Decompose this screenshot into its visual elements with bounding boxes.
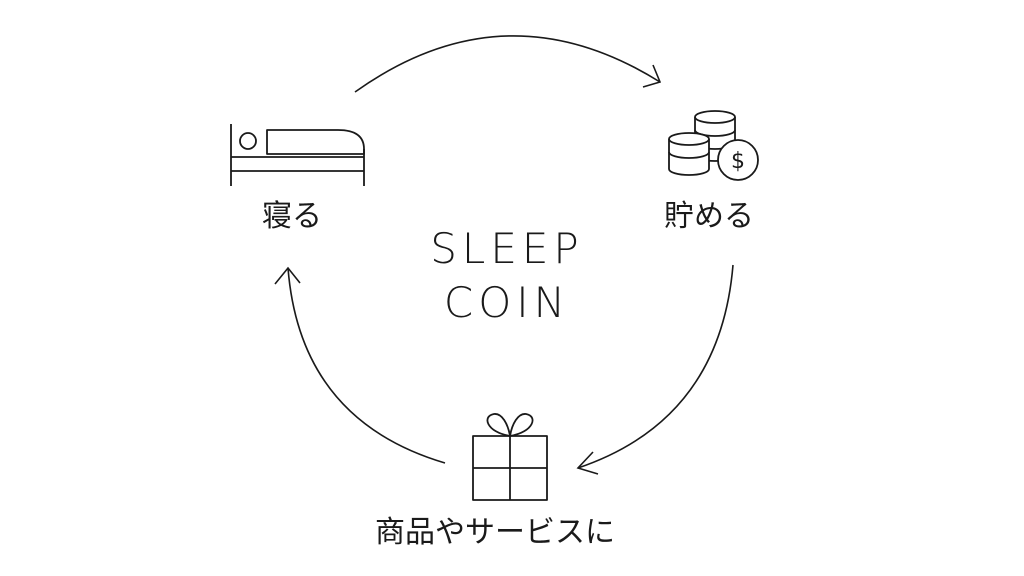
dollar-sign-icon: $: [731, 149, 745, 174]
arrow-save-to-spend: [576, 264, 734, 475]
coins-icon: [668, 110, 759, 181]
title-line-1: SLEEP: [430, 224, 584, 273]
step-label-sleep: 寝る: [262, 199, 322, 234]
step-label-save: 貯める: [664, 199, 754, 234]
arrow-sleep-to-save: [354, 35, 662, 93]
gift-icon: [472, 413, 548, 501]
title-line-2: COIN: [443, 278, 571, 327]
arrow-spend-to-sleep: [274, 266, 446, 464]
bed-icon: [230, 124, 365, 186]
center-title: SLEEP COIN: [392, 222, 622, 330]
step-label-spend: 商品やサービスに: [375, 515, 615, 550]
